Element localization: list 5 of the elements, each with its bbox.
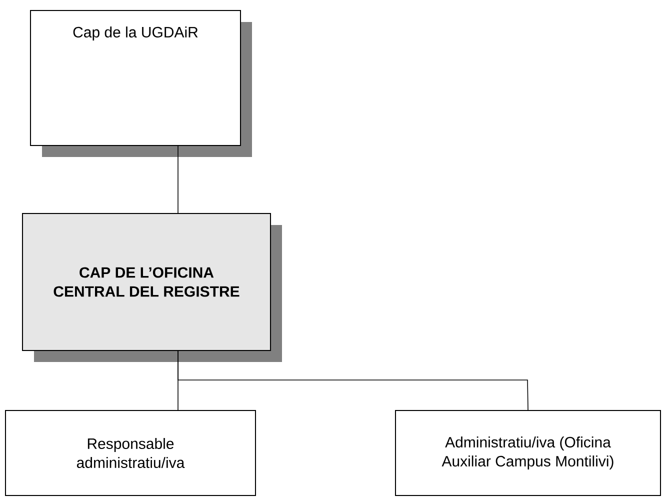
position-box: CAP DE L’OFICINA CENTRAL DEL REGISTRE — [22, 213, 282, 362]
position-box: Administratiu/iva (Oficina Auxiliar Campus Montilivi) — [395, 410, 661, 496]
position-box: Cap de la UGDAiR — [30, 10, 252, 157]
connector-line — [178, 350, 528, 410]
position-box: Responsable administratiu/iva — [5, 410, 256, 496]
